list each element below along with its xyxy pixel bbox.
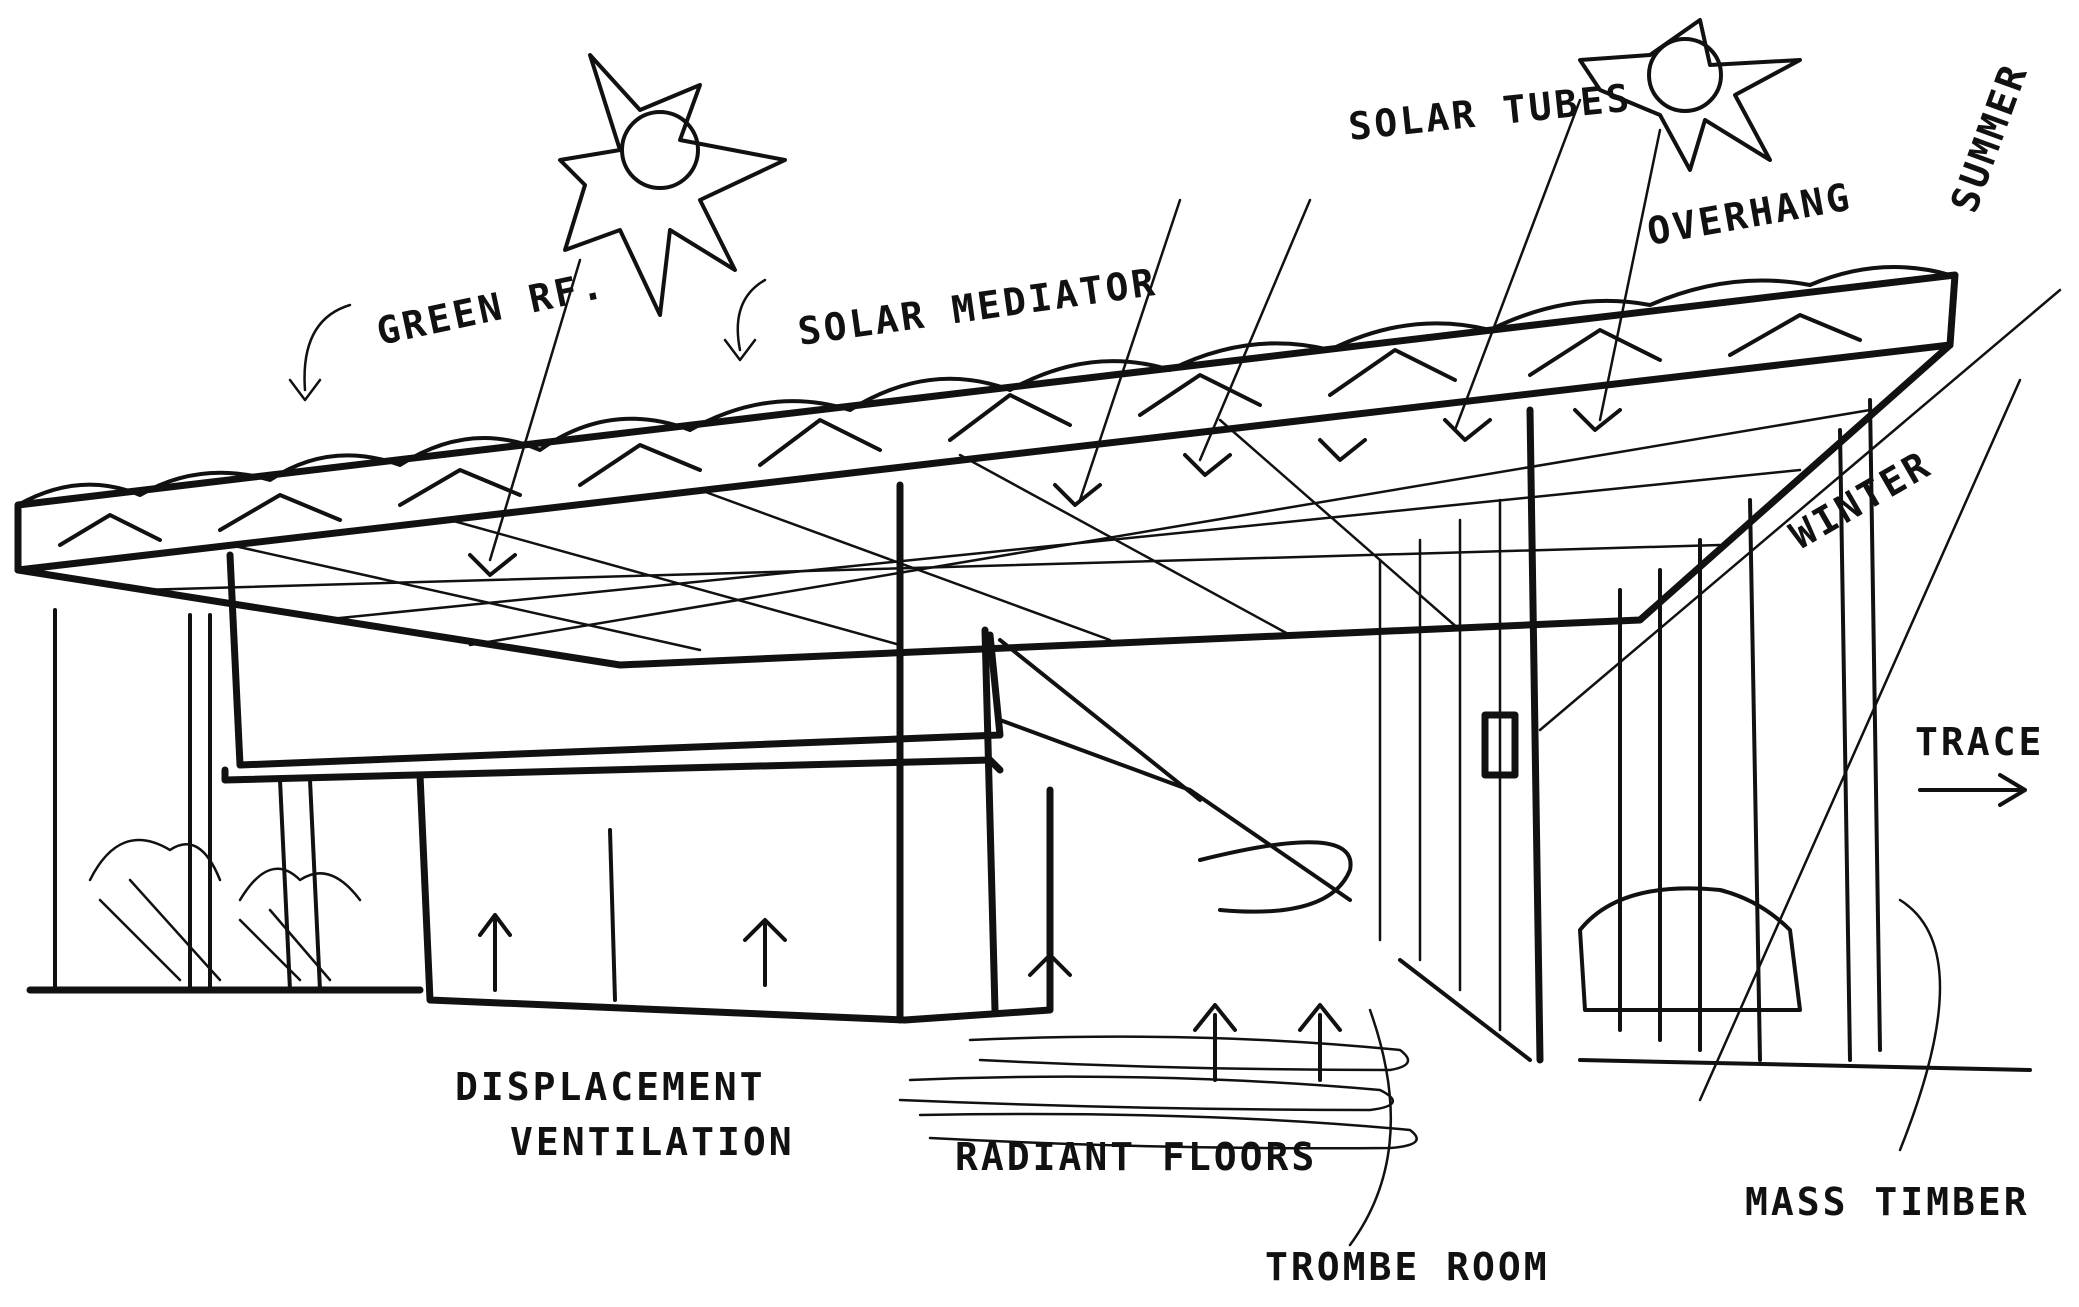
label-leaders bbox=[288, 278, 1942, 1247]
label-displacement: DISPLACEMENT bbox=[455, 1065, 766, 1109]
label-overhang: OVERHANG bbox=[1644, 175, 1856, 254]
sun-right-icon bbox=[1578, 18, 1802, 172]
label-summer: SUMMER bbox=[1942, 57, 2036, 218]
trace-arrow-icon bbox=[1918, 773, 2027, 807]
label-mass-timber: MASS TIMBER bbox=[1745, 1180, 2030, 1224]
roof bbox=[14, 265, 1959, 669]
solar-tube-arrows-icon bbox=[468, 408, 1622, 577]
label-radiant-floors: RADIANT FLOORS bbox=[955, 1135, 1317, 1179]
label-solar-mediator: SOLAR MEDIATOR bbox=[795, 260, 1160, 354]
label-trace: TRACE bbox=[1915, 720, 2044, 764]
label-ventilation: VENTILATION bbox=[510, 1120, 795, 1164]
radiant-floor-lines bbox=[898, 1035, 1418, 1150]
sun-left-icon bbox=[558, 53, 787, 317]
label-green-rf: GREEN RF. bbox=[373, 262, 610, 353]
label-trombe-room: TROMBE ROOM bbox=[1265, 1245, 1550, 1289]
label-solar-tubes: SOLAR TUBES bbox=[1346, 75, 1634, 149]
building-structure bbox=[26, 398, 2032, 1072]
ventilation-arrows-icon bbox=[478, 913, 1342, 1082]
